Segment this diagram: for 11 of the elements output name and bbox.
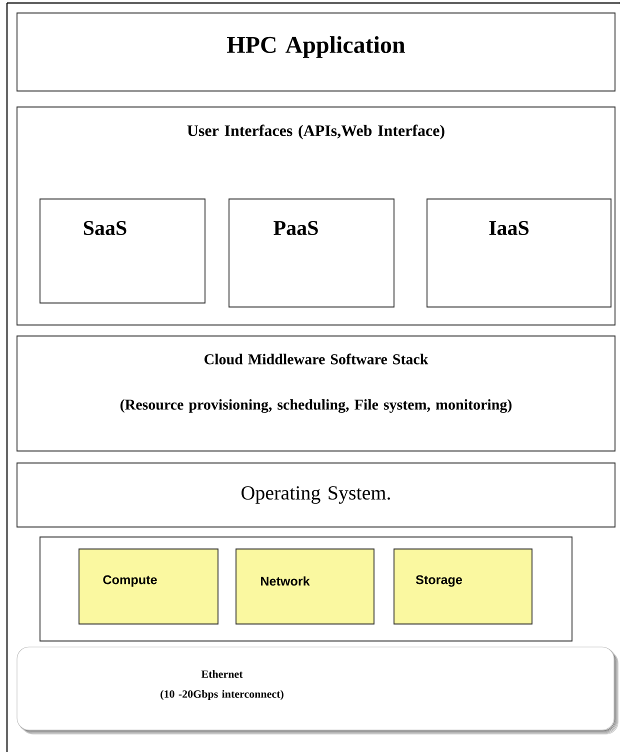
box-label: Storage [416, 575, 462, 587]
box-label: Network [261, 576, 310, 586]
layer-label: User Interfaces (APIs,Web Interface) [187, 124, 444, 140]
layer-label: HPC Application [227, 36, 405, 58]
layer-label: (Resource provisioning, scheduling, File system, monitoring) [120, 399, 512, 413]
layer-label: Cloud Middleware Software Stack [204, 354, 428, 364]
layer-label: Operating System. [242, 486, 390, 504]
box-label: Compute [103, 575, 157, 587]
box-label: PaaS [274, 220, 318, 236]
box-label: IaaS [489, 220, 529, 236]
box-label: SaaS [84, 220, 126, 236]
